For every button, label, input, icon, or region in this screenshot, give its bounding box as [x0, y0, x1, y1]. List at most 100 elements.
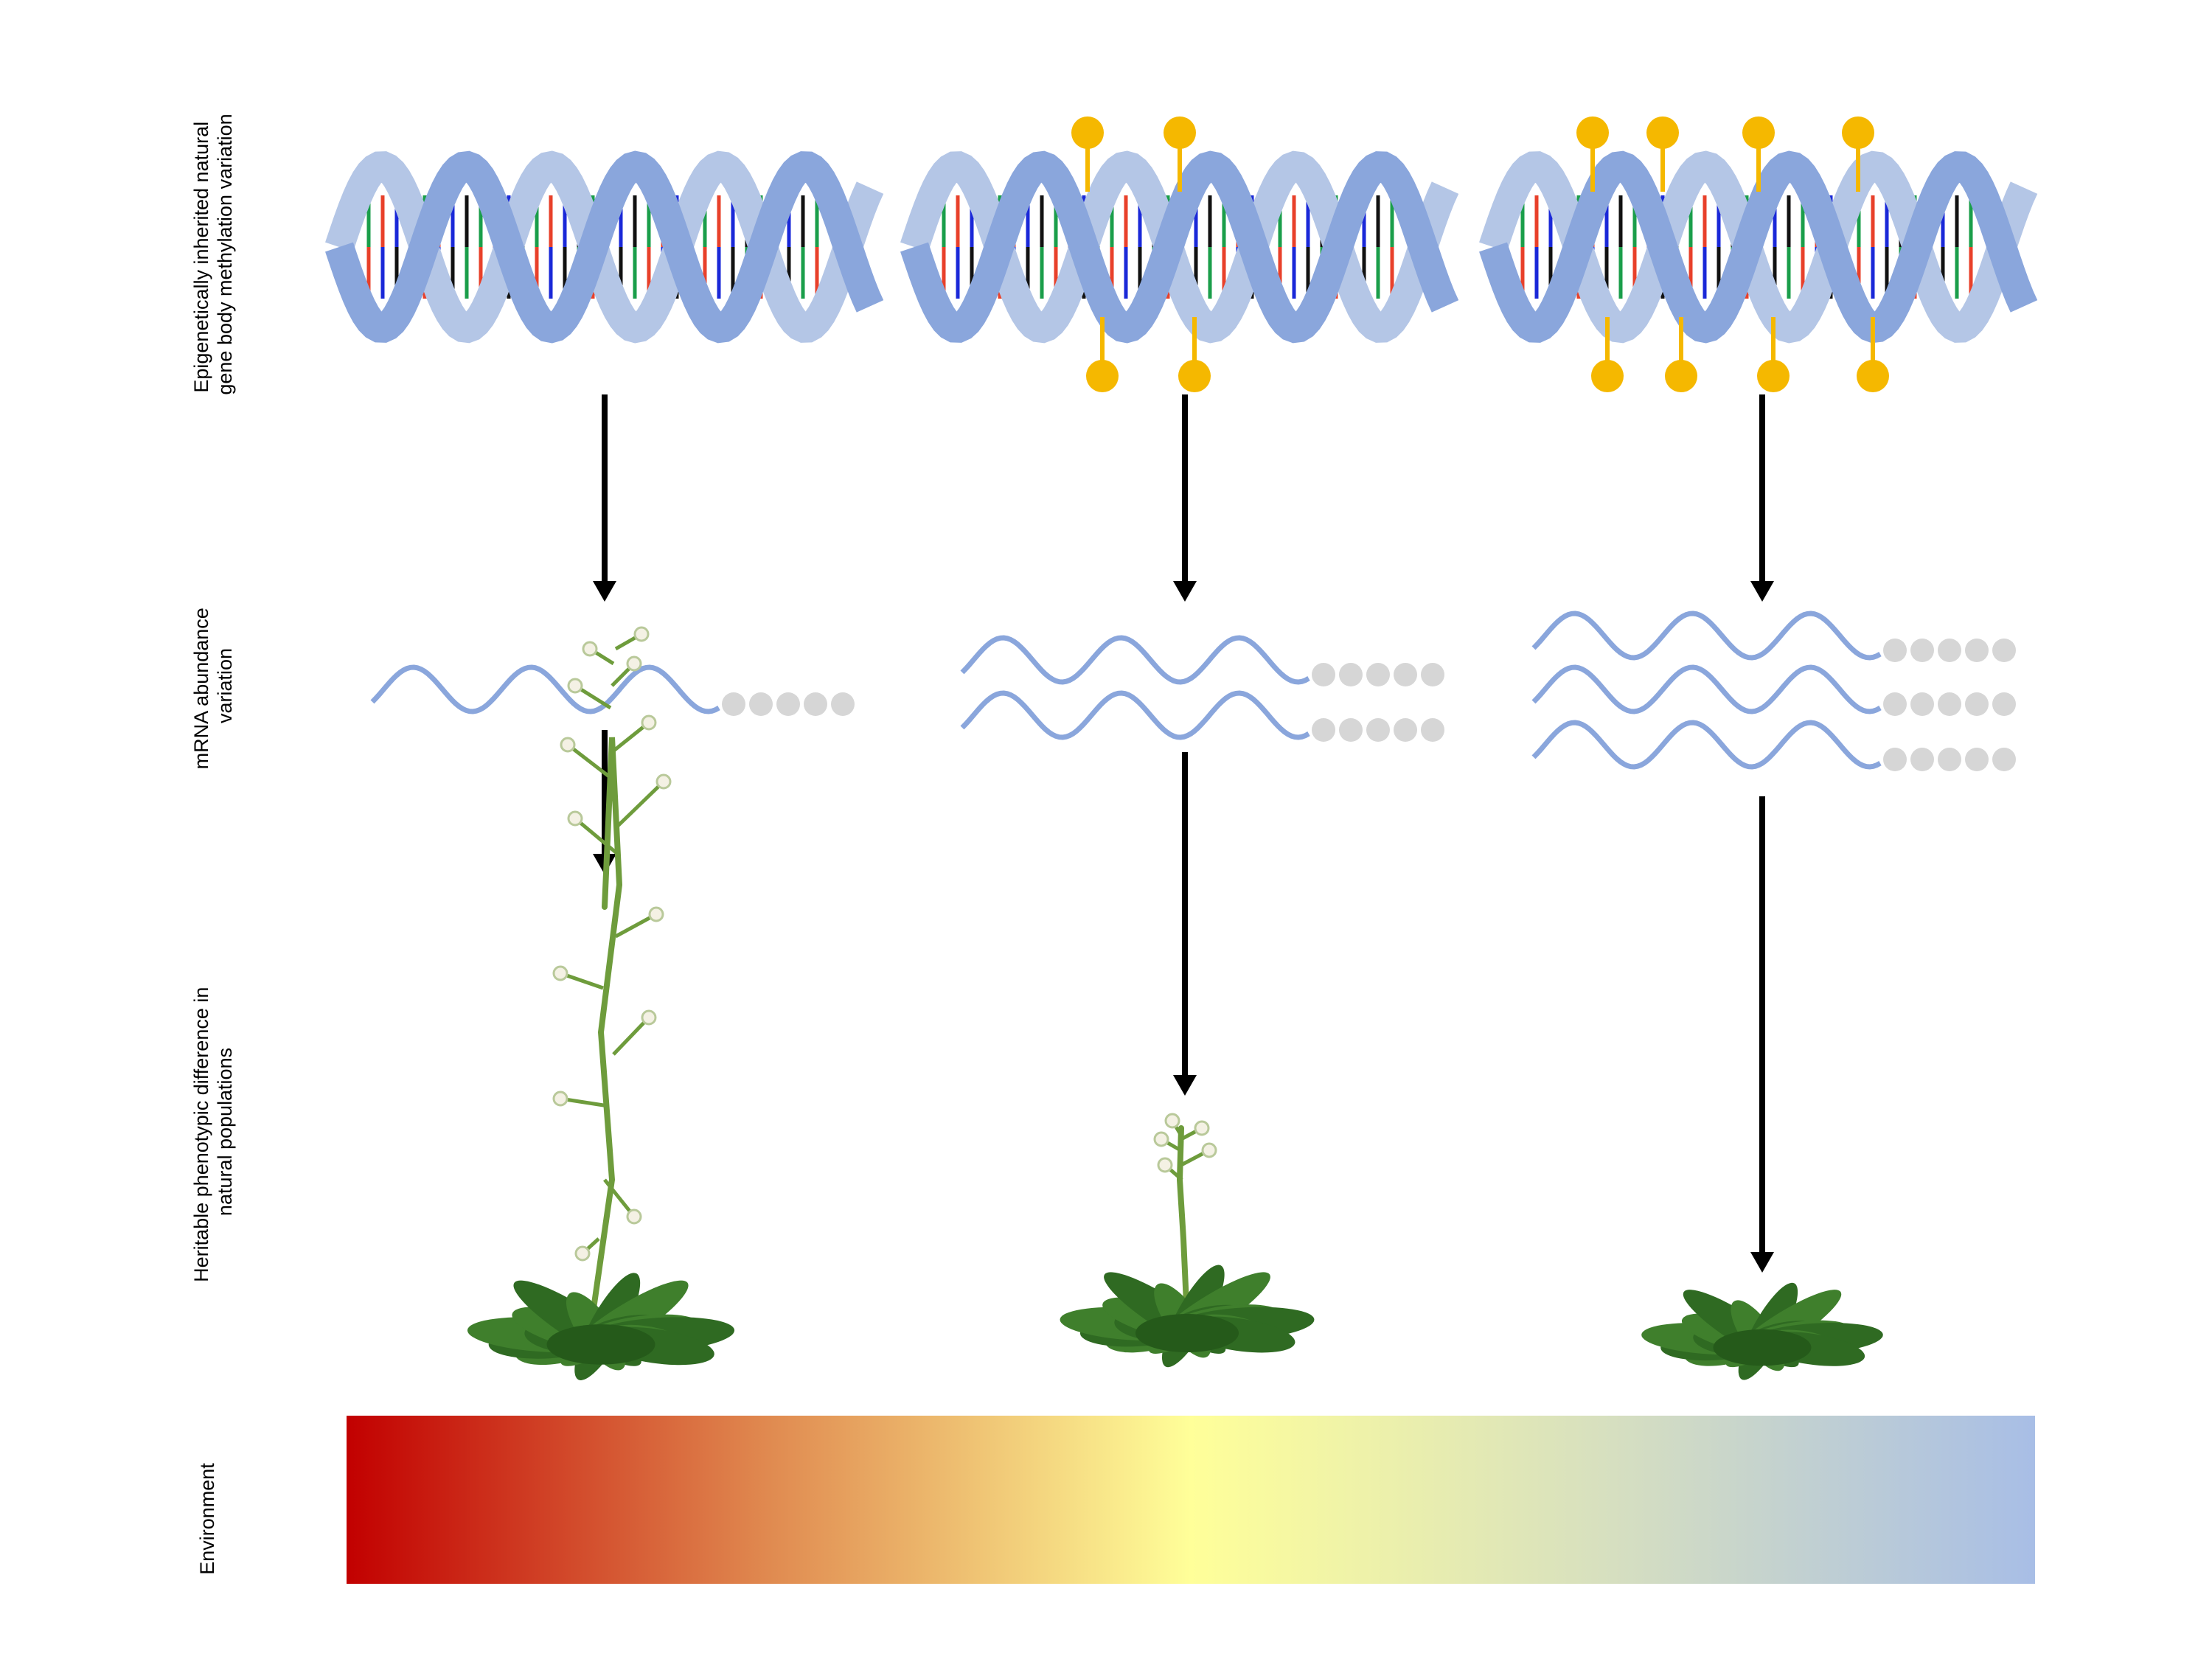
polya-bead: [804, 692, 827, 716]
polya-bead: [1883, 639, 1907, 662]
polya-bead: [1938, 748, 1961, 771]
polya-bead: [1339, 718, 1363, 742]
flower: [567, 678, 583, 694]
mrna-strand: [1531, 611, 1882, 661]
polya-bead: [1421, 663, 1444, 686]
flower: [1157, 1157, 1173, 1173]
polya-bead: [1312, 663, 1335, 686]
methyl-mark: [1086, 360, 1119, 392]
dna-strand-front: [325, 150, 884, 344]
polya-bead: [1394, 718, 1417, 742]
stem: [1176, 1125, 1190, 1323]
branch: [574, 817, 621, 857]
flower: [582, 641, 598, 657]
flower: [567, 810, 583, 827]
polya-bead: [1965, 692, 1989, 716]
flower: [560, 737, 576, 753]
row-label-methylation: Epigenetically inherited natural gene bo…: [190, 114, 236, 394]
mrna-transcript: [1531, 611, 2016, 662]
flower: [552, 965, 568, 981]
rosette-center: [546, 1324, 655, 1365]
flower: [1194, 1120, 1210, 1136]
polya-bead: [749, 692, 773, 716]
branch: [603, 1178, 636, 1218]
polya-bead: [1883, 748, 1907, 771]
polya-bead: [1992, 639, 2016, 662]
methyl-mark: [1842, 116, 1874, 149]
stem: [587, 737, 623, 1338]
environment-gradient-bar: [347, 1416, 2035, 1584]
dna-helix: [900, 150, 1459, 344]
mrna-transcript: [1531, 720, 2016, 771]
flower: [1153, 1131, 1169, 1147]
polya-bead: [1965, 639, 1989, 662]
rosette-center: [1135, 1314, 1239, 1352]
polya-bead: [1938, 639, 1961, 662]
branch: [612, 1016, 650, 1056]
flower: [641, 714, 657, 731]
flower: [655, 773, 672, 790]
methyl-mark: [1742, 116, 1775, 149]
rosette: [467, 1273, 735, 1380]
mrna-strand: [370, 664, 720, 714]
rosette: [1060, 1265, 1315, 1368]
dna-strand-front: [1479, 150, 2038, 344]
polya-bead: [1312, 718, 1335, 742]
row-label-environment: Environment: [196, 1463, 218, 1575]
polya-bead: [776, 692, 800, 716]
polya-bead: [1965, 748, 1989, 771]
flowering-stem: [552, 626, 672, 1338]
arrow-layer: [593, 394, 1774, 1273]
polya-bead: [1938, 692, 1961, 716]
flowering-stem: [1153, 1113, 1217, 1323]
mrna-strand: [1531, 720, 1882, 770]
mrna-strand: [1531, 664, 1882, 714]
methyl-mark: [1164, 116, 1196, 149]
arrow-head: [1173, 581, 1197, 602]
flower: [1201, 1142, 1217, 1158]
flower: [552, 1091, 568, 1107]
mrna-transcript: [960, 635, 1444, 686]
flower: [626, 1208, 642, 1225]
polya-bead: [1910, 639, 1934, 662]
dna-helix: [325, 150, 884, 344]
methyl-mark: [1646, 116, 1679, 149]
mrna-transcript: [370, 664, 855, 716]
polya-bead: [1366, 663, 1390, 686]
polya-bead: [1992, 692, 2016, 716]
arrow-head: [1750, 1252, 1774, 1273]
flower: [648, 906, 664, 922]
methyl-mark: [1178, 360, 1211, 392]
polya-bead: [722, 692, 745, 716]
flower: [574, 1245, 591, 1262]
polya-bead: [1992, 748, 2016, 771]
methyl-mark: [1576, 116, 1609, 149]
polya-bead: [1339, 663, 1363, 686]
mrna-transcript: [960, 690, 1444, 742]
row-label-phenotype: Heritable phenotypic difference in natur…: [190, 981, 236, 1282]
polya-bead: [1366, 718, 1390, 742]
flower: [626, 655, 642, 672]
polya-bead: [831, 692, 855, 716]
mrna-strand: [960, 635, 1310, 685]
methyl-mark: [1071, 116, 1104, 149]
rosette: [1641, 1282, 1883, 1380]
mrna-transcript: [1531, 664, 2016, 716]
flower: [633, 626, 650, 642]
polya-bead: [1883, 692, 1907, 716]
arrow-head: [1750, 581, 1774, 602]
dna-strand-front: [900, 150, 1459, 344]
dna-helix: [1479, 150, 2038, 344]
branch: [611, 721, 650, 754]
flower: [641, 1009, 657, 1026]
arrow-head: [593, 581, 616, 602]
branch: [560, 1096, 609, 1108]
methyl-mark: [1857, 360, 1889, 392]
mrna-layer: [370, 611, 2016, 771]
plant-layer: [467, 626, 1883, 1380]
branch: [566, 743, 617, 783]
rosette-center: [1713, 1329, 1812, 1366]
dna-layer: [325, 150, 2038, 344]
row-label-mrna: mRNA abundance variation: [190, 602, 236, 770]
